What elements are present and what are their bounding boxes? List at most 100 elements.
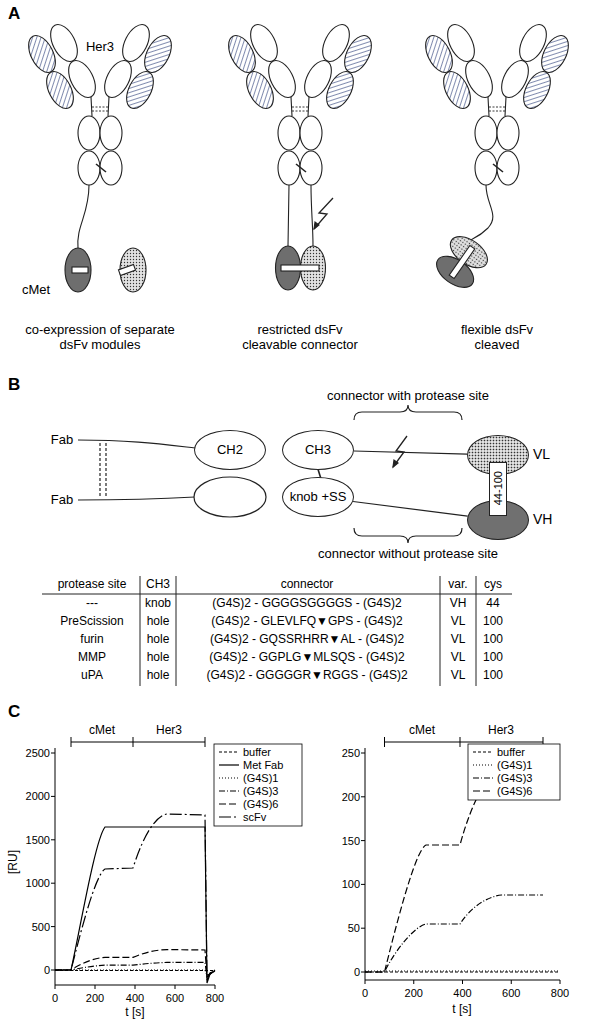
legend-text: (G4S)1 (243, 772, 278, 784)
chart-axes (51, 737, 215, 989)
table-cell: 100 (483, 651, 503, 665)
sequence-cell: (G4S)2 - GGGGGR▼RGGS - (G4S)2 (206, 669, 407, 683)
curve-scfv (55, 814, 215, 980)
domain-label: knob +SS (290, 490, 347, 504)
tick-label: 500 (32, 920, 50, 933)
tick-label: 2000 (26, 790, 50, 803)
table-header: protease site (58, 578, 127, 592)
injection-label: cMet (409, 724, 435, 738)
legend-text: buffer (497, 746, 525, 758)
legend-sample (473, 764, 493, 765)
tick-label: 600 (166, 992, 184, 1005)
legend-sample (219, 790, 239, 791)
table-cell: hole (147, 651, 170, 665)
fab-label: Fab (51, 493, 73, 508)
tick-label: 1000 (26, 877, 50, 890)
legend-sample (219, 751, 239, 752)
table-header: connector (281, 578, 334, 592)
table-cell: hole (147, 633, 170, 647)
disulfide-bar (72, 267, 88, 273)
table-rule (176, 576, 177, 686)
legend-sample (473, 751, 493, 752)
dsfv-separate (65, 185, 146, 292)
legend-sample (219, 764, 239, 765)
caption-text: flexible dsFv cleaved (447, 323, 547, 353)
tick-label: 1500 (26, 833, 50, 846)
bracket (354, 405, 462, 420)
ch2-domain (194, 477, 266, 517)
table-cell: MMP (78, 651, 106, 665)
axis (365, 748, 560, 980)
legend-sample (219, 777, 239, 778)
tick-label: 800 (551, 987, 569, 1000)
curve-g4s3 (365, 895, 543, 972)
tick-label: 150 (342, 834, 360, 847)
fc-schematic (78, 405, 462, 543)
antibody-her3 (223, 20, 377, 185)
table-cell: hole (147, 669, 170, 683)
table-cell: uPA (81, 669, 103, 683)
lightning-head (314, 222, 319, 229)
table-cell: knob (145, 597, 171, 611)
tick-label: 200 (405, 987, 423, 1000)
table-rule (440, 576, 441, 686)
bracket-label: connector without protease site (318, 547, 498, 562)
table-cell: 100 (483, 615, 503, 629)
tick-label: 0 (354, 966, 360, 979)
antibody-her3 (23, 20, 177, 185)
fab-chain (78, 440, 195, 448)
protein-label: cMet (22, 283, 50, 298)
curve-g4s6 (55, 950, 215, 977)
linker (466, 185, 493, 244)
curve-g4s1 (365, 970, 560, 971)
domain-label: CH3 (305, 443, 331, 457)
legend-text: buffer (243, 746, 271, 758)
table-rule (476, 576, 477, 686)
vh-domain (65, 248, 91, 292)
axis (55, 748, 215, 985)
axis-ticks (365, 980, 560, 984)
ch3-domain: CH3 (282, 430, 354, 470)
tick-label: 200 (342, 790, 360, 803)
dsfv-restricted (276, 185, 334, 290)
tick-label: 50 (348, 922, 360, 935)
panel-letter: B (8, 375, 20, 395)
legend-text: (G4S)1 (497, 759, 532, 771)
legend-sample (219, 816, 239, 817)
legend-sample (219, 803, 239, 804)
legend-text: (G4S)6 (243, 798, 278, 810)
bracket (354, 528, 462, 543)
ch2-domain: CH2 (194, 430, 266, 470)
legend-text: (G4S)3 (497, 772, 532, 784)
table-cell: --- (86, 597, 98, 611)
tick-label: 100 (342, 878, 360, 891)
table-cell: 44 (486, 597, 499, 611)
axis-title: t [s] (125, 1006, 144, 1020)
axis-title: [RU] (7, 850, 21, 874)
axis-ticks (55, 985, 215, 989)
tick-label: 400 (453, 987, 471, 1000)
injection-label: cMet (89, 724, 115, 738)
tick-label: 0 (362, 987, 368, 1000)
lightning-symbol (314, 198, 333, 229)
fab-chain (78, 497, 195, 500)
domain-label: CH2 (217, 443, 243, 457)
hinge-disulfide (100, 443, 106, 497)
sequence-cell: (G4S)2 - GLEVLFQ▼GPS - (G4S)2 (211, 615, 402, 629)
sequence-cell: (G4S)2 - GQSSRHRR▼AL - (G4S)2 (210, 633, 404, 647)
bracket-label: connector with protease site (327, 389, 489, 404)
tick-label: 2500 (26, 747, 50, 760)
curve-g4s3 (55, 962, 215, 976)
tick-label: 0 (44, 964, 50, 977)
table-cell: 100 (483, 633, 503, 647)
tick-label: 250 (342, 747, 360, 760)
table-header: CH3 (146, 578, 170, 592)
protein-label: Her3 (86, 40, 114, 55)
legend-box (214, 744, 302, 826)
table-cell: VL (451, 633, 466, 647)
table-rule (140, 576, 141, 686)
injection-bar (71, 737, 205, 747)
table-cell: furin (80, 633, 103, 647)
disulfide-box: 44-100 (489, 462, 507, 516)
